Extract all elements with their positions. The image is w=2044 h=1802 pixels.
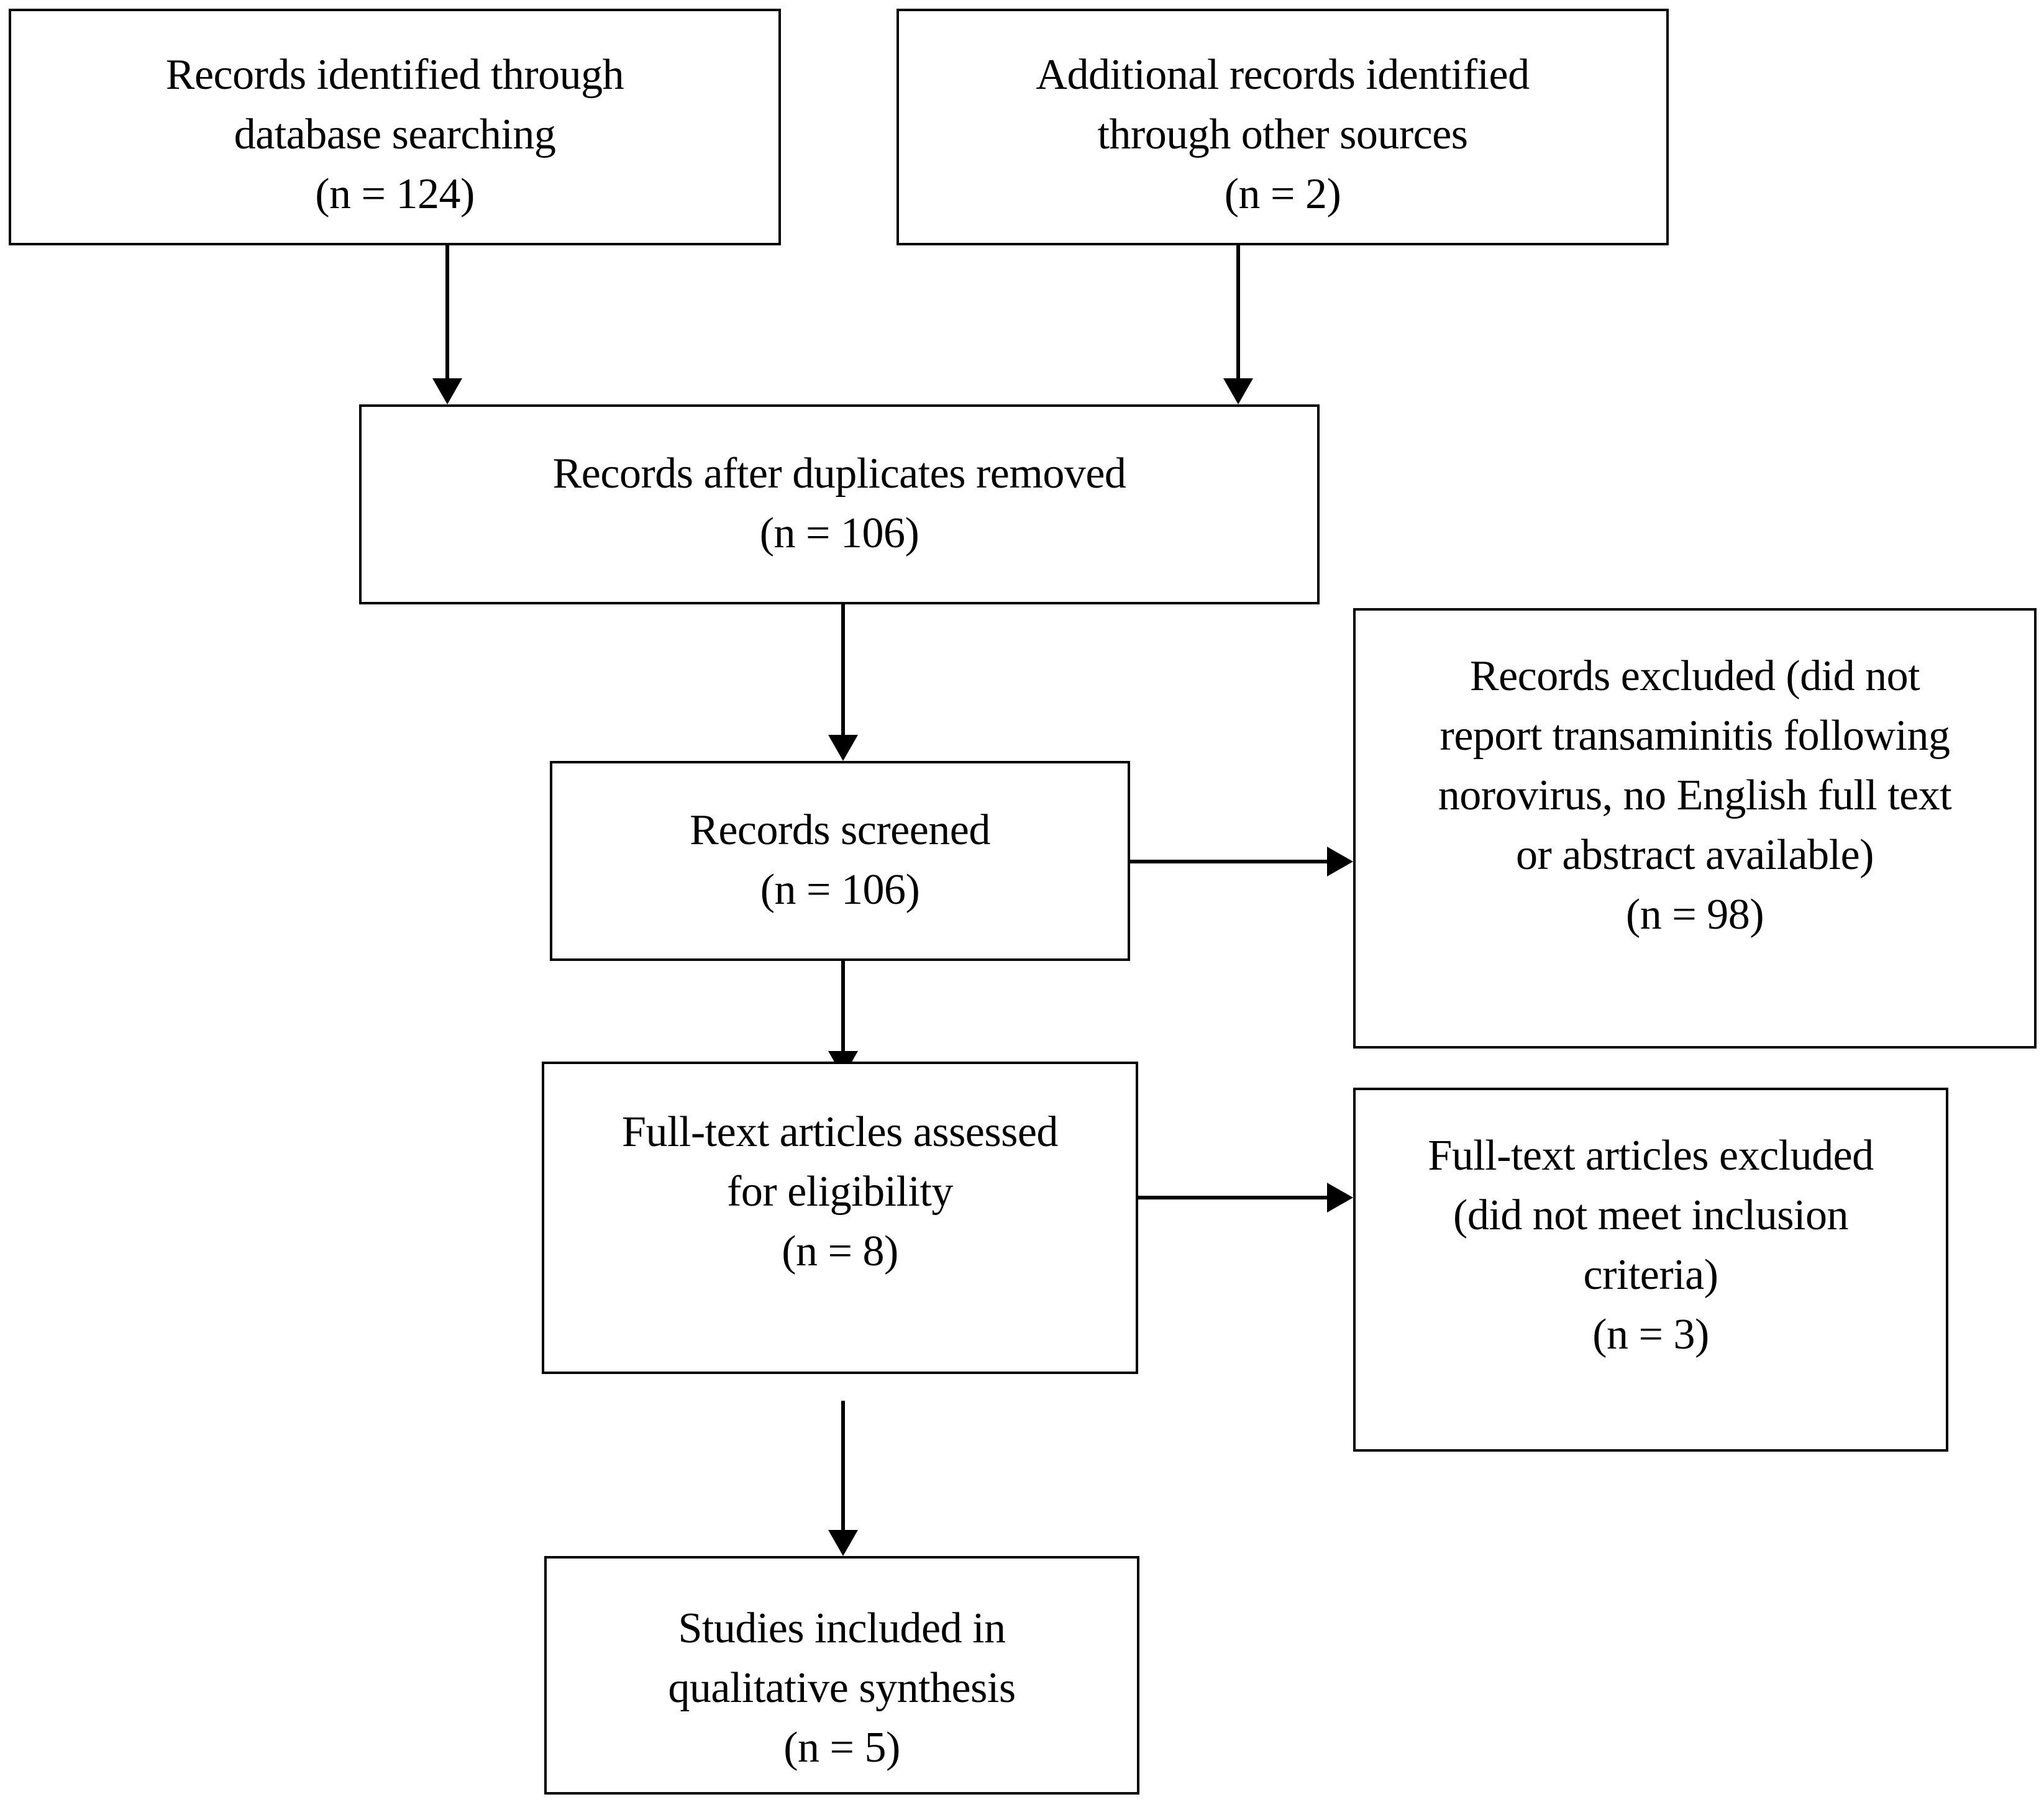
box-count: (n = 3): [1592, 1311, 1709, 1358]
box-text-line: (did not meet inclusion: [1453, 1191, 1848, 1239]
arrowhead-screened-to-excluded: [1327, 847, 1353, 876]
box-text-line: Additional records identified: [1036, 51, 1530, 99]
box-text-line: Records identified through: [165, 51, 624, 99]
fulltext-excluded-box: Full-text articles excluded (did not mee…: [1353, 1088, 1948, 1452]
arrowhead-other-to-dedup: [1223, 378, 1253, 404]
arrowhead-dedup-to-screened: [828, 735, 858, 761]
box-count: (n = 106): [759, 509, 919, 557]
records-identified-database-box: Records identified through database sear…: [9, 9, 781, 245]
box-text-line: criteria): [1583, 1251, 1718, 1299]
box-text-line: through other sources: [1097, 111, 1468, 158]
records-screened-box: Records screened (n = 106): [550, 761, 1130, 961]
box-text-line: database searching: [234, 111, 556, 158]
box-text-line: or abstract available): [1516, 831, 1874, 879]
box-text-line: Full-text articles assessed: [622, 1108, 1058, 1156]
box-count: (n = 98): [1625, 891, 1764, 939]
studies-included-box: Studies included in qualitative synthesi…: [544, 1556, 1139, 1795]
box-text-line: report transaminitis following: [1439, 712, 1950, 760]
arrowhead-fulltext-to-included: [828, 1530, 858, 1556]
arrowhead-fulltext-to-excluded: [1327, 1183, 1353, 1213]
box-count: (n = 8): [782, 1227, 898, 1275]
records-after-duplicates-box: Records after duplicates removed (n = 10…: [359, 404, 1320, 604]
fulltext-assessed-box: Full-text articles assessed for eligibil…: [542, 1062, 1138, 1374]
box-text-line: Records after duplicates removed: [552, 450, 1126, 498]
box-text-line: Records screened: [690, 806, 990, 854]
box-count: (n = 106): [760, 866, 920, 914]
box-text-line: Studies included in: [678, 1604, 1006, 1652]
records-excluded-box: Records excluded (did not report transam…: [1353, 608, 2037, 1049]
box-count: (n = 5): [783, 1724, 900, 1772]
box-text-line: norovirus, no English full text: [1438, 771, 1952, 819]
arrowhead-db-to-dedup: [432, 378, 462, 404]
box-text-line: for eligibility: [727, 1168, 953, 1216]
box-text-line: qualitative synthesis: [668, 1664, 1016, 1712]
box-text-line: Full-text articles excluded: [1428, 1132, 1874, 1180]
box-count: (n = 124): [315, 170, 475, 218]
box-text-line: Records excluded (did not: [1469, 652, 1920, 700]
records-identified-other-sources-box: Additional records identified through ot…: [897, 9, 1669, 245]
box-count: (n = 2): [1224, 170, 1341, 218]
